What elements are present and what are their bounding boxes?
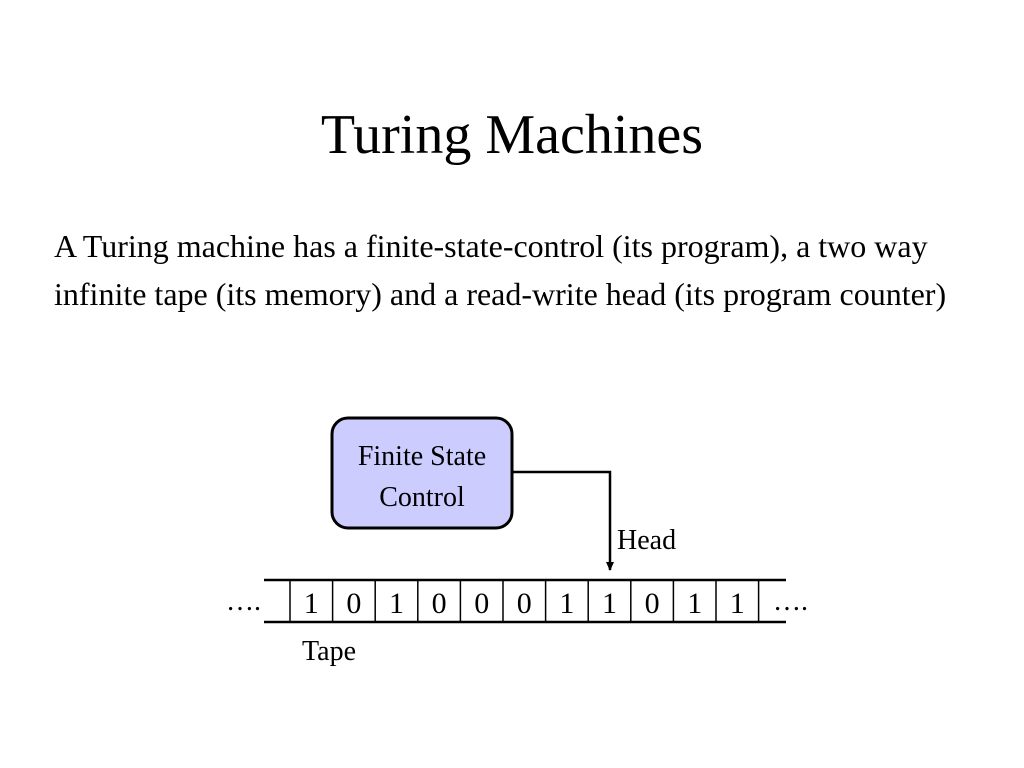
tape-cell-symbol: 1 [687,587,702,620]
tape-cell-symbol: 1 [602,587,617,620]
tape-label: Tape [302,636,356,667]
head-connector [512,470,614,571]
tape-cell-symbol: 0 [645,587,660,620]
tape-cell-symbol: 0 [474,587,489,620]
tape-left-ellipsis: …. [226,586,261,617]
finite-state-control-label-line1: Finite State [358,441,486,472]
tape-cell-symbol: 1 [730,587,745,620]
head-label: Head [617,525,676,556]
tape-cell-symbol: 1 [559,587,574,620]
tape-cell-symbol: 1 [389,587,404,620]
finite-state-control-label-line2: Control [379,482,465,513]
finite-state-control: Finite State Control [330,416,514,530]
tape-cell-symbol: 0 [517,587,532,620]
tape-cell-symbol: 0 [432,587,447,620]
slide-body-text: A Turing machine has a finite-state-cont… [54,228,947,312]
tape-cell-symbol: 1 [304,587,319,620]
tape-right-ellipsis: …. [773,586,808,617]
slide-title: Turing Machines [320,104,704,166]
tape-cell-symbol: 0 [346,587,361,620]
